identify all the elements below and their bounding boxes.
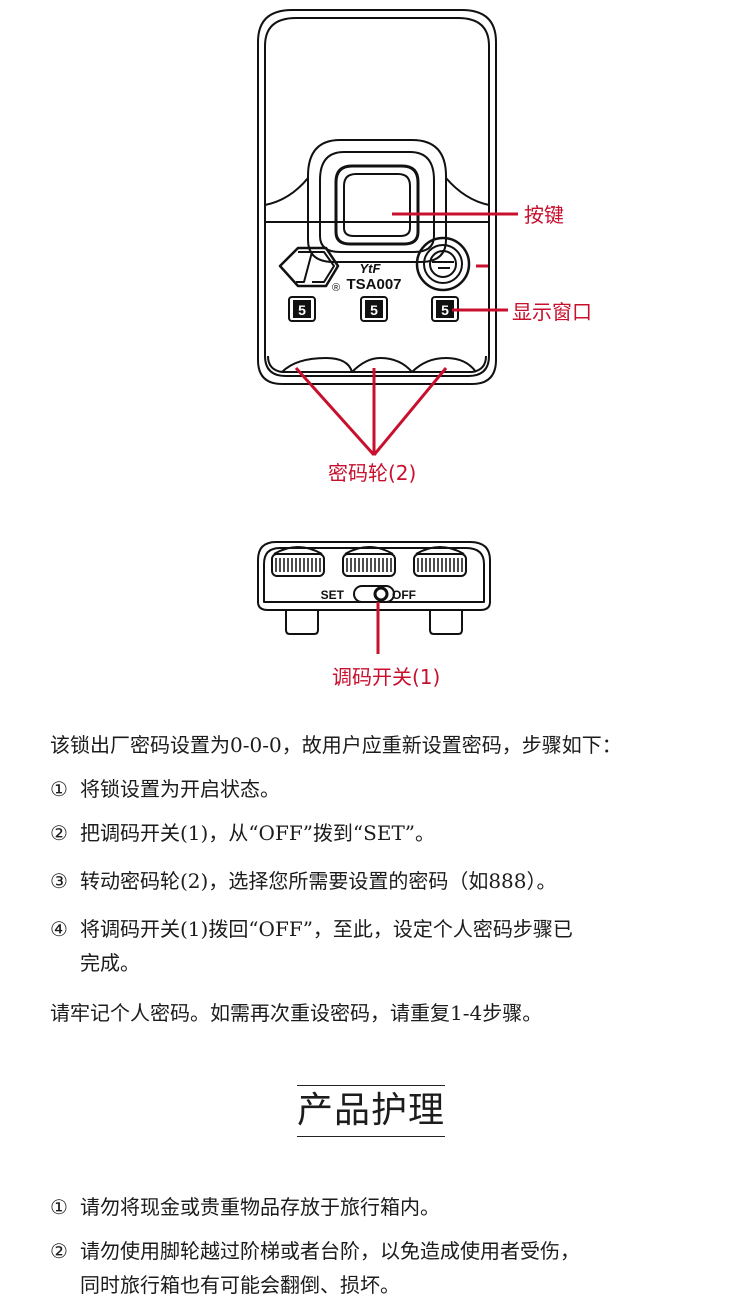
- switch-off-label: OFF: [392, 588, 416, 602]
- care-item-2: ② 请勿使用脚轮越过阶梯或者台阶，以免造成使用者受伤， 同时旅行箱也有可能会翻倒、…: [50, 1234, 580, 1302]
- instruction-step-1: ① 将锁设置为开启状态。: [50, 772, 280, 806]
- registered-mark: ®: [332, 282, 340, 294]
- instructions-intro: 该锁出厂密码设置为0-0-0，故用户应重新设置密码，步骤如下：: [50, 733, 622, 757]
- brand-logo-text: YtF: [360, 261, 382, 276]
- step-text: 将锁设置为开启状态。: [80, 777, 280, 801]
- window-callout-label: 显示窗口: [512, 300, 592, 324]
- care-text: 请勿将现金或贵重物品存放于旅行箱内。: [80, 1195, 440, 1219]
- step-text-continued: 完成。: [80, 951, 140, 975]
- instruction-step-4: ④ 将调码开关(1)拨回“OFF”，至此，设定个人密码步骤已 完成。: [50, 912, 573, 980]
- care-number: ①: [50, 1195, 68, 1219]
- switch-set-label: SET: [321, 588, 345, 602]
- care-text-continued: 同时旅行箱也有可能会翻倒、损坏。: [80, 1273, 400, 1297]
- step-text: 将调码开关(1)拨回“OFF”，至此，设定个人密码步骤已: [80, 917, 573, 941]
- section-title: 产品护理: [297, 1085, 446, 1137]
- lock-side-diagram: SET OFF: [257, 541, 491, 654]
- care-number: ②: [50, 1239, 68, 1263]
- model-label: TSA007: [346, 276, 401, 293]
- digit-window-1: 5: [298, 302, 306, 318]
- care-text: 请勿使用脚轮越过阶梯或者台阶，以免造成使用者受伤，: [80, 1239, 580, 1263]
- wheel-callout-line-1: [294, 366, 376, 457]
- step-text: 把调码开关(1)，从“OFF”拨到“SET”。: [80, 821, 436, 845]
- button-callout-label: 按键: [524, 203, 564, 227]
- switch-callout-label: 调码开关(1): [332, 665, 441, 689]
- instruction-step-3: ③ 转动密码轮(2)，选择您所需要设置的密码（如888）。: [50, 864, 557, 898]
- step-number: ②: [50, 821, 68, 845]
- step-number: ④: [50, 917, 68, 941]
- step-text: 转动密码轮(2)，选择您所需要设置的密码（如888）。: [80, 869, 557, 893]
- wheels-callout-label: 密码轮(2): [328, 461, 417, 485]
- step-number: ③: [50, 869, 68, 893]
- digit-window-3: 5: [441, 302, 449, 318]
- instruction-step-2: ② 把调码开关(1)，从“OFF”拨到“SET”。: [50, 816, 435, 850]
- step-number: ①: [50, 777, 68, 801]
- lock-front-diagram: 5 5 5 YtF ® TSA007: [257, 9, 518, 457]
- wheel-callout-line-3: [372, 367, 448, 456]
- digit-window-2: 5: [370, 302, 378, 318]
- instructions-footer: 请牢记个人密码。如需再次重设密码，请重复1-4步骤。: [50, 1001, 543, 1025]
- care-item-1: ① 请勿将现金或贵重物品存放于旅行箱内。: [50, 1190, 440, 1224]
- wheel-ridges: [275, 557, 463, 573]
